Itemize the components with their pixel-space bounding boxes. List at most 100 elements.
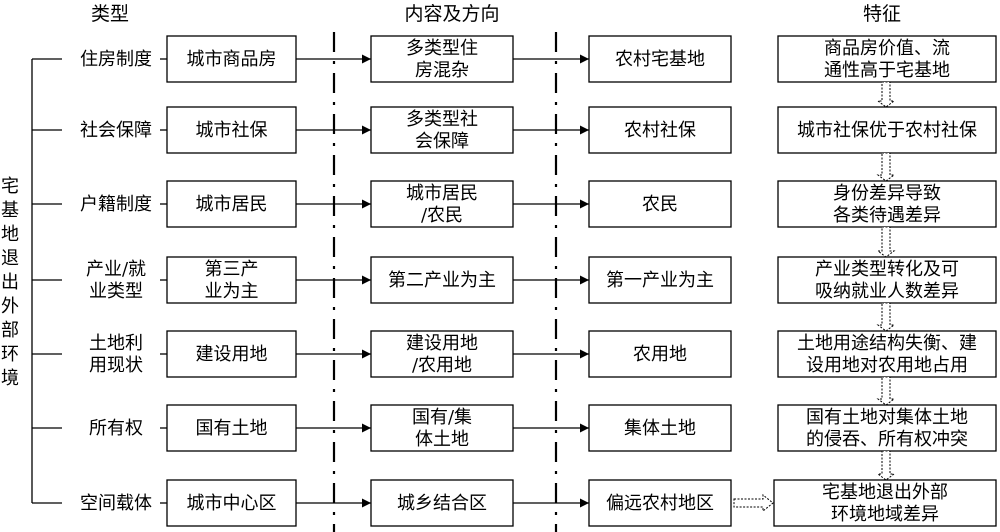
mid-box: [370, 180, 514, 228]
mid-label: 多类型社会保障: [406, 109, 478, 152]
hollow-down-arrow: [876, 450, 896, 481]
feature-label-line: 国有土地对集体土地: [806, 407, 968, 428]
city-label-line: 第三产: [205, 259, 259, 280]
hollow-down-arrow: [876, 302, 896, 332]
rural-box: [588, 106, 732, 154]
city-box: [166, 330, 297, 378]
row-type-label-line: 所有权: [89, 418, 143, 439]
city-label: 第三产业为主: [205, 259, 259, 302]
mid-label-line: /农民: [421, 205, 463, 226]
rows-container: 住房制度城市商品房多类型住房混杂农村宅基地商品房价值、流通性高于宅基地社会保障城…: [32, 35, 997, 527]
row-type-label-line: 社会保障: [80, 120, 152, 141]
header-content: 内容及方向: [404, 3, 499, 25]
rural-box: [588, 404, 732, 452]
rural-label: 农村宅基地: [615, 49, 705, 70]
mid-box: [370, 106, 514, 154]
root-label-char: 出: [1, 272, 19, 293]
row-type-label-line: 业类型: [89, 281, 143, 302]
city-label: 建设用地: [196, 344, 268, 365]
feature-box: [777, 256, 997, 304]
hollow-down-arrow: [876, 81, 896, 108]
feature-label-line: 商品房价值、流: [824, 38, 950, 59]
rural-label: 第一产业为主: [606, 270, 714, 291]
mid-label-line: 城市居民: [406, 183, 478, 204]
city-box: [166, 479, 297, 527]
feature-label: 宅基地退出外部环境地域差异: [822, 482, 948, 525]
row-type-label-line: 土地利: [89, 333, 143, 354]
root-label-char: 退: [1, 248, 19, 269]
rural-label-line: 农用地: [633, 344, 687, 365]
rural-label-line: 偏远农村地区: [606, 493, 714, 514]
row-type-label: 土地利用现状: [89, 333, 143, 376]
rural-box: [588, 35, 732, 83]
hollow-down-arrow: [876, 226, 896, 258]
root-label-char: 环: [1, 344, 19, 365]
mid-label-line: /农用地: [412, 355, 472, 376]
city-label-line: 城市中心区: [187, 493, 277, 514]
root-label-char: 部: [1, 320, 19, 341]
mid-label: 城乡结合区: [397, 493, 487, 514]
rural-label-line: 农村宅基地: [615, 49, 705, 70]
root-label-char: 基: [1, 200, 19, 221]
rural-label-line: 集体土地: [624, 418, 696, 439]
hollow-down-arrow: [876, 152, 896, 182]
row-type-label-line: 产业/就: [86, 259, 146, 280]
row-type-label: 产业/就业类型: [86, 259, 146, 302]
rural-label: 农民: [642, 194, 678, 215]
rural-label-line: 农村社保: [624, 120, 696, 141]
row-type-label-line: 空间载体: [80, 493, 152, 514]
mid-label-line: 城乡结合区: [397, 493, 487, 514]
mid-label-line: 体土地: [415, 429, 469, 450]
feature-box: [777, 330, 997, 378]
feature-box: [777, 404, 997, 452]
feature-label-line: 宅基地退出外部: [822, 482, 948, 503]
rural-box: [588, 330, 732, 378]
feature-label-line: 设用地对农用地占用: [806, 355, 968, 376]
row-type-label: 所有权: [89, 418, 143, 439]
mid-label-line: 第二产业为主: [388, 270, 496, 291]
feature-box: [773, 479, 997, 527]
city-box: [166, 180, 297, 228]
mid-label-line: 建设用地: [406, 333, 478, 354]
feature-label: 身份差异导致各类待遇差异: [833, 183, 941, 226]
feature-box: [777, 35, 997, 83]
rural-box: [588, 256, 732, 304]
feature-label-line: 产业类型转化及可: [815, 259, 959, 280]
header-type: 类型: [91, 3, 129, 25]
mid-box: [370, 404, 514, 452]
mid-label-line: 房混杂: [415, 60, 469, 81]
feature-label-line: 身份差异导致: [833, 183, 941, 204]
rural-box: [588, 479, 732, 527]
city-box: [166, 106, 297, 154]
root-label: 宅基地退出外部环境: [1, 176, 19, 389]
rural-label: 集体土地: [624, 418, 696, 439]
row-type-label: 空间载体: [80, 493, 152, 514]
rural-label: 偏远农村地区: [606, 493, 714, 514]
feature-label: 产业类型转化及可吸纳就业人数差异: [815, 259, 959, 302]
feature-label: 国有土地对集体土地的侵吞、所有权冲突: [806, 407, 968, 450]
feature-label-line: 通性高于宅基地: [824, 60, 950, 81]
feature-label-line: 土地用途结构失衡、建: [797, 333, 977, 354]
city-label: 城市社保: [196, 120, 268, 141]
row-type-label: 社会保障: [80, 120, 152, 141]
row-type-label-line: 住房制度: [80, 49, 152, 70]
root-label-char: 地: [1, 224, 19, 245]
city-label-line: 国有土地: [196, 418, 268, 439]
city-label-line: 城市居民: [196, 194, 268, 215]
city-label-line: 建设用地: [196, 344, 268, 365]
row-type-label-line: 用现状: [89, 355, 143, 376]
mid-label-line: 多类型社: [406, 109, 478, 130]
hollow-right-arrow: [733, 493, 774, 513]
root-label-char: 境: [1, 368, 19, 389]
city-box: [166, 35, 297, 83]
hollow-down-arrow: [876, 376, 896, 406]
feature-label-line: 环境地域差异: [831, 504, 939, 525]
rural-label-line: 第一产业为主: [606, 270, 714, 291]
city-box: [166, 404, 297, 452]
mid-label: 国有/集体土地: [412, 407, 472, 450]
row-type-label-line: 户籍制度: [80, 194, 152, 215]
root-label-char: 外: [1, 296, 19, 317]
row-type-label: 户籍制度: [80, 194, 152, 215]
feature-label-line: 各类待遇差异: [833, 205, 941, 226]
mid-label: 城市居民/农民: [406, 183, 478, 226]
